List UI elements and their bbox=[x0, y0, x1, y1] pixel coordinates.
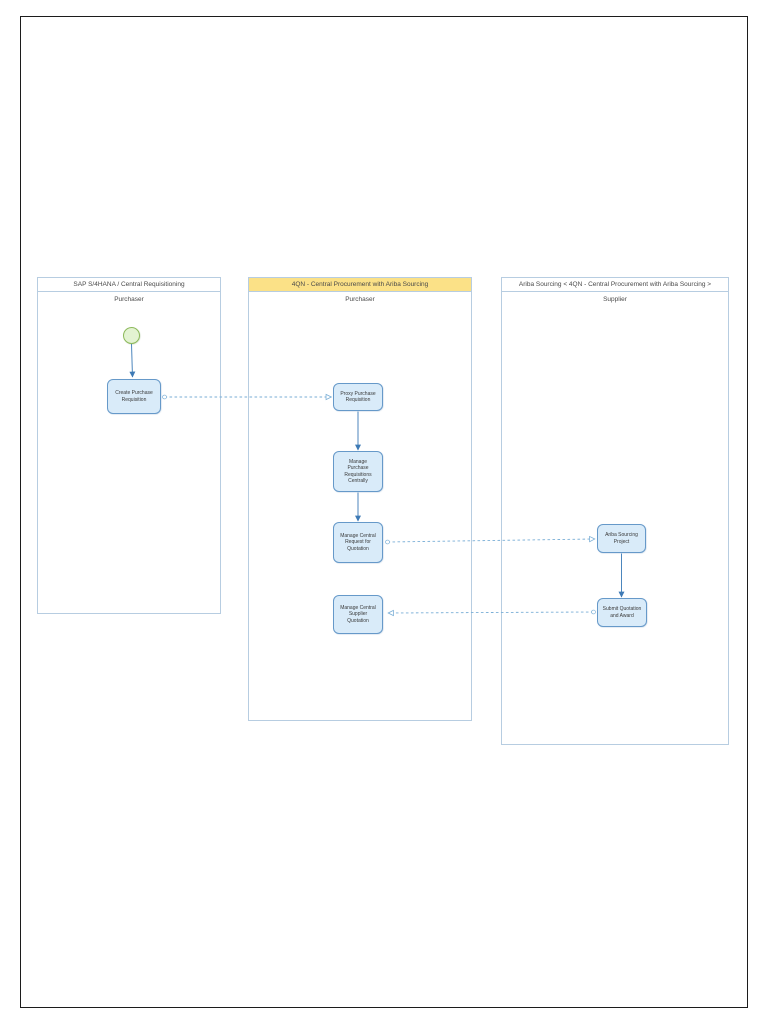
task-manage-central-supplier-quotation[interactable]: Manage Central Supplier Quotation bbox=[333, 595, 383, 634]
pool-title: 4QN - Central Procurement with Ariba Sou… bbox=[249, 278, 471, 292]
task-ariba-sourcing-project[interactable]: Ariba Sourcing Project bbox=[597, 524, 646, 553]
pool-4qn-central-procurement: 4QN - Central Procurement with Ariba Sou… bbox=[248, 277, 472, 721]
start-event-icon[interactable] bbox=[123, 327, 140, 344]
pool-title: Ariba Sourcing < 4QN - Central Procureme… bbox=[502, 278, 728, 292]
pool-title: SAP S/4HANA / Central Requisitioning bbox=[38, 278, 220, 292]
task-create-purchase-requisition[interactable]: Create Purchase Requisition bbox=[107, 379, 161, 414]
pool-ariba-sourcing: Ariba Sourcing < 4QN - Central Procureme… bbox=[501, 277, 729, 745]
task-proxy-purchase-requisition[interactable]: Proxy Purchase Requisition bbox=[333, 383, 383, 411]
task-manage-purchase-requisitions-centrally[interactable]: Manage Purchase Requisitions Centrally bbox=[333, 451, 383, 492]
task-submit-quotation-and-award[interactable]: Submit Quotation and Award bbox=[597, 598, 647, 627]
lane-label-supplier: Supplier bbox=[603, 296, 627, 303]
lane-label-purchaser: Purchaser bbox=[114, 296, 144, 303]
task-manage-central-request-for-quotation[interactable]: Manage Central Request for Quotation bbox=[333, 522, 383, 563]
lane-label-purchaser: Purchaser bbox=[345, 296, 375, 303]
